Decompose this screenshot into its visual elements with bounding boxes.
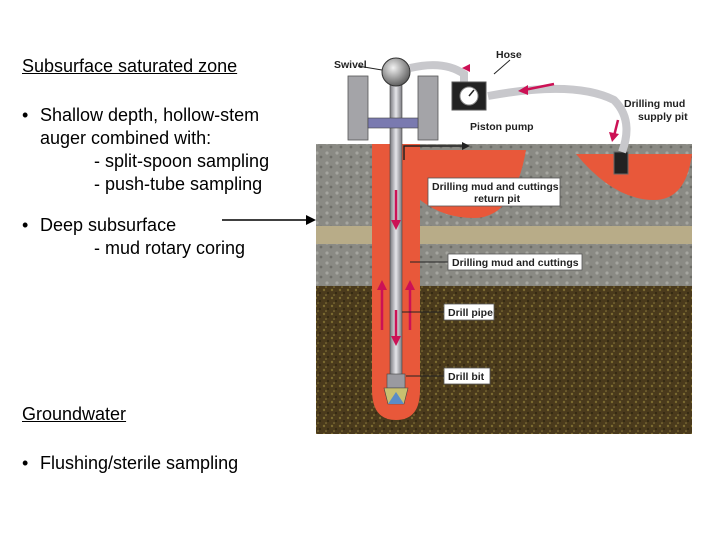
label-swivel: Swivel (334, 59, 383, 71)
sub-mud-rotary: - mud rotary coring (94, 238, 246, 258)
supply-pit-intake (613, 151, 629, 175)
return-flow-arrowhead (462, 142, 470, 150)
label-hose-text: Hose (496, 49, 522, 61)
label-return-pit-2: return pit (474, 193, 521, 205)
mud-flow-arrows (377, 64, 620, 346)
heading-saturated-zone: Subsurface saturated zone (22, 56, 238, 76)
bullet-shallow-depth: Shallow depth, hollow-stem auger combine… (22, 104, 269, 196)
label-drill-bit-text: Drill bit (448, 371, 485, 383)
bullet-deep-subsurface: Deep subsurface - mud rotary coring (22, 214, 269, 260)
label-supply-pit-2: supply pit (638, 111, 688, 123)
groundwater-bullets: Flushing/sterile sampling (22, 452, 238, 475)
label-piston-pump: Piston pump (470, 121, 534, 133)
label-drill-bit: Drill bit (406, 367, 491, 385)
label-drill-pipe: Drill pipe (402, 303, 495, 321)
heading-groundwater: Groundwater (22, 404, 127, 424)
drill-rig-frame (347, 75, 439, 141)
sub-push-tube: - push-tube sampling (94, 174, 263, 194)
bullet-flushing: Flushing/sterile sampling (22, 452, 238, 475)
supply-pit (576, 154, 692, 200)
label-return-pit-1: Drilling mud and cuttings (432, 181, 559, 193)
label-hose: Hose (493, 49, 522, 75)
sub-split-spoon: - split-spoon sampling (94, 151, 270, 171)
bullet-shallow-line1: Shallow depth, hollow-stem (40, 105, 260, 125)
drill-bit (383, 373, 409, 405)
label-swivel-text: Swivel (334, 59, 367, 71)
return-flow-arrow (403, 145, 464, 160)
label-drill-pipe-text: Drill pipe (448, 307, 493, 319)
piston-pump (451, 81, 487, 111)
label-return-pit: Drilling mud and cuttings return pit (427, 177, 561, 207)
label-mud-cuttings-text: Drilling mud and cuttings (452, 257, 579, 269)
bullet-deep-line1: Deep subsurface (40, 215, 177, 235)
swivel (381, 57, 411, 87)
bullet-shallow-line2: auger combined with: (40, 128, 212, 148)
mud-rotary-drilling-diagram: Swivel Hose Piston pump Drilling mud sup… (316, 49, 692, 434)
pointer-arrow (222, 215, 316, 225)
hose (409, 61, 468, 90)
label-supply-pit-1: Drilling mud (624, 98, 685, 110)
label-mud-cuttings: Drilling mud and cuttings (410, 253, 583, 271)
saturated-zone-bullets: Shallow depth, hollow-stem auger combine… (22, 104, 269, 260)
